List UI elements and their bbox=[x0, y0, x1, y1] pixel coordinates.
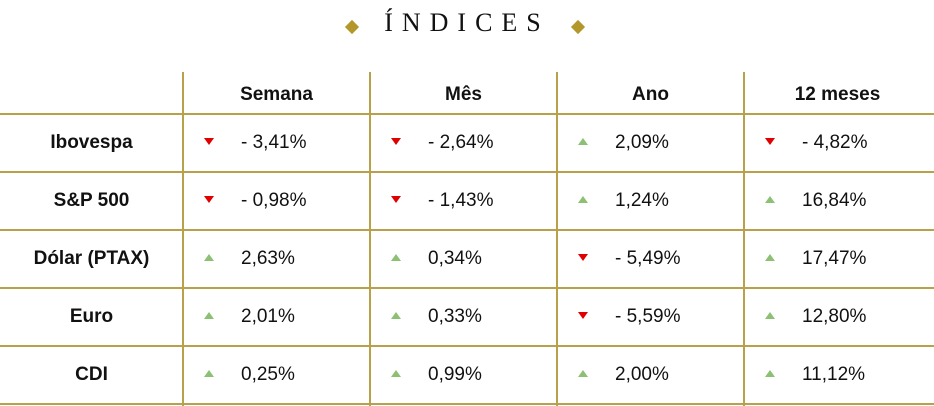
triangle-up-icon bbox=[765, 254, 775, 261]
cell-value: 0,99% bbox=[428, 364, 482, 385]
triangle-up-icon bbox=[391, 312, 401, 319]
triangle-down-icon bbox=[391, 196, 401, 203]
page-title: ÍNDICES bbox=[384, 8, 550, 37]
triangle-up-icon bbox=[578, 196, 588, 203]
triangle-down-icon bbox=[578, 312, 588, 319]
cell-value: - 3,41% bbox=[241, 132, 307, 153]
table-cell: - 2,64% bbox=[371, 128, 556, 158]
triangle-down-icon bbox=[391, 138, 401, 145]
row-label: Dólar (PTAX) bbox=[33, 248, 150, 269]
table-cell: 12,80% bbox=[745, 302, 930, 332]
cell-value: 0,25% bbox=[241, 364, 295, 385]
row-divider bbox=[0, 113, 934, 115]
cell-value: 2,00% bbox=[615, 364, 669, 385]
triangle-down-icon bbox=[204, 138, 214, 145]
triangle-up-icon bbox=[204, 312, 214, 319]
table-cell: - 5,49% bbox=[558, 244, 743, 274]
column-divider bbox=[369, 72, 371, 406]
table-cell: 1,24% bbox=[558, 186, 743, 216]
title-bar: ÍNDICES bbox=[0, 0, 934, 60]
header-mes: Mês bbox=[445, 84, 482, 105]
row-label: Euro bbox=[69, 306, 114, 327]
cell-value: 16,84% bbox=[802, 190, 867, 211]
triangle-up-icon bbox=[204, 254, 214, 261]
column-divider bbox=[743, 72, 745, 406]
table-cell: 2,09% bbox=[558, 128, 743, 158]
cell-value: - 0,98% bbox=[241, 190, 307, 211]
header-12-meses: 12 meses bbox=[794, 84, 881, 105]
cell-value: - 2,64% bbox=[428, 132, 494, 153]
cell-value: 2,01% bbox=[241, 306, 295, 327]
cell-value: 2,09% bbox=[615, 132, 669, 153]
table-cell: - 5,59% bbox=[558, 302, 743, 332]
cell-value: - 5,59% bbox=[615, 306, 681, 327]
triangle-down-icon bbox=[204, 196, 214, 203]
table-cell: - 4,82% bbox=[745, 128, 930, 158]
cell-value: - 4,82% bbox=[802, 132, 868, 153]
table-cell: - 1,43% bbox=[371, 186, 556, 216]
row-label: Ibovespa bbox=[50, 132, 133, 153]
table-cell: - 0,98% bbox=[184, 186, 369, 216]
row-label: CDI bbox=[75, 364, 108, 385]
row-label: S&P 500 bbox=[53, 190, 130, 211]
row-divider bbox=[0, 287, 934, 289]
cell-value: 0,33% bbox=[428, 306, 482, 327]
table-cell: 2,63% bbox=[184, 244, 369, 274]
cell-value: - 5,49% bbox=[615, 248, 681, 269]
triangle-up-icon bbox=[204, 370, 214, 377]
triangle-up-icon bbox=[391, 370, 401, 377]
triangle-down-icon bbox=[578, 254, 588, 261]
table-cell: - 3,41% bbox=[184, 128, 369, 158]
cell-value: - 1,43% bbox=[428, 190, 494, 211]
triangle-up-icon bbox=[578, 370, 588, 377]
cell-value: 11,12% bbox=[802, 364, 866, 385]
cell-value: 17,47% bbox=[802, 248, 867, 269]
cell-value: 2,63% bbox=[241, 248, 295, 269]
triangle-down-icon bbox=[765, 138, 775, 145]
cell-value: 12,80% bbox=[802, 306, 867, 327]
cell-value: 0,34% bbox=[428, 248, 482, 269]
diamond-right-icon bbox=[570, 19, 586, 35]
table-cell: 17,47% bbox=[745, 244, 930, 274]
table-cell: 2,01% bbox=[184, 302, 369, 332]
row-divider bbox=[0, 171, 934, 173]
table-cell: 16,84% bbox=[745, 186, 930, 216]
triangle-up-icon bbox=[391, 254, 401, 261]
header-ano: Ano bbox=[632, 84, 669, 105]
triangle-up-icon bbox=[765, 196, 775, 203]
triangle-up-icon bbox=[765, 370, 775, 377]
table-cell: 2,00% bbox=[558, 360, 743, 390]
row-divider bbox=[0, 229, 934, 231]
table-cell: 0,34% bbox=[371, 244, 556, 274]
cell-value: 1,24% bbox=[615, 190, 669, 211]
table-cell: 0,33% bbox=[371, 302, 556, 332]
row-divider bbox=[0, 403, 934, 405]
triangle-up-icon bbox=[765, 312, 775, 319]
table-cell: 11,12% bbox=[745, 360, 930, 390]
column-divider bbox=[556, 72, 558, 406]
table-cell: 0,25% bbox=[184, 360, 369, 390]
table-cell: 0,99% bbox=[371, 360, 556, 390]
column-divider bbox=[182, 72, 184, 406]
diamond-left-icon bbox=[344, 19, 360, 35]
row-divider bbox=[0, 345, 934, 347]
triangle-up-icon bbox=[578, 138, 588, 145]
header-semana: Semana bbox=[240, 84, 313, 105]
